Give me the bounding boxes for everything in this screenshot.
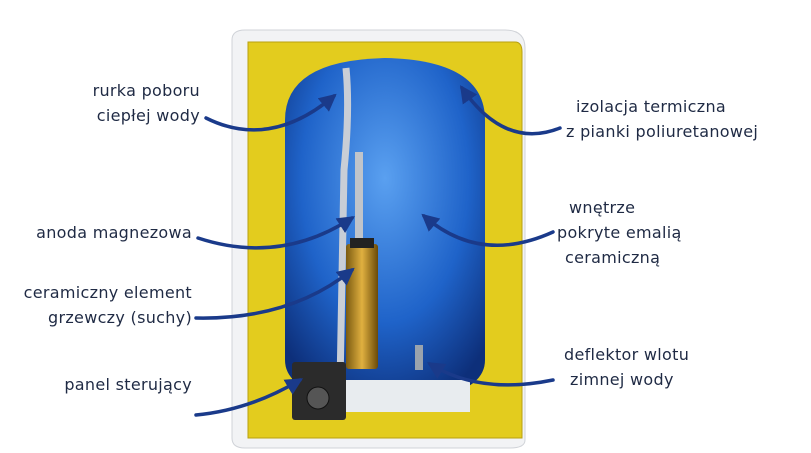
magnesium-anode	[355, 152, 363, 244]
label-line: panel sterujący	[64, 375, 192, 394]
control-knob	[306, 386, 330, 410]
label-hot-water-pipe: rurka poboru ciepłej wody	[60, 78, 200, 128]
label-line: z pianki poliuretanowej	[566, 122, 759, 141]
label-heating-element: ceramiczny element grzewczy (suchy)	[0, 280, 192, 330]
label-line: pokryte emalią	[557, 223, 682, 242]
label-line: wnętrze	[569, 198, 636, 217]
arrow-interior	[421, 213, 555, 248]
hot-water-pipe	[336, 67, 352, 386]
label-line: ceramiczny element	[23, 283, 192, 302]
label-line: deflektor wlotu	[564, 345, 690, 364]
label-anode: anoda magnezowa	[10, 220, 192, 245]
tank-interior	[285, 58, 485, 402]
label-deflector: deflektor wlotu zimnej wody	[564, 342, 689, 392]
label-control-panel: panel sterujący	[20, 372, 192, 397]
label-line: rurka poboru	[92, 81, 200, 100]
label-line: anoda magnezowa	[36, 223, 192, 242]
label-insulation: izolacja termiczna z pianki poliuretanow…	[566, 94, 758, 144]
label-line: grzewczy (suchy)	[48, 308, 192, 327]
arrow-heating-element	[194, 267, 355, 320]
arrow-deflector	[427, 362, 555, 387]
label-interior: wnętrze pokryte emalią ceramiczną	[557, 195, 682, 270]
deflector	[415, 345, 423, 370]
label-line: zimnej wody	[570, 370, 674, 389]
arrow-insulation	[460, 85, 562, 136]
heating-element-cap	[350, 238, 374, 248]
arrow-anode	[196, 216, 355, 250]
heating-element	[346, 244, 378, 369]
arrow-hot-water-pipe	[204, 93, 337, 132]
label-line: ceramiczną	[565, 248, 661, 267]
arrow-control-panel	[194, 378, 304, 417]
label-line: izolacja termiczna	[576, 97, 727, 116]
pointer-arrows	[194, 85, 562, 417]
label-line: ciepłej wody	[96, 106, 200, 125]
